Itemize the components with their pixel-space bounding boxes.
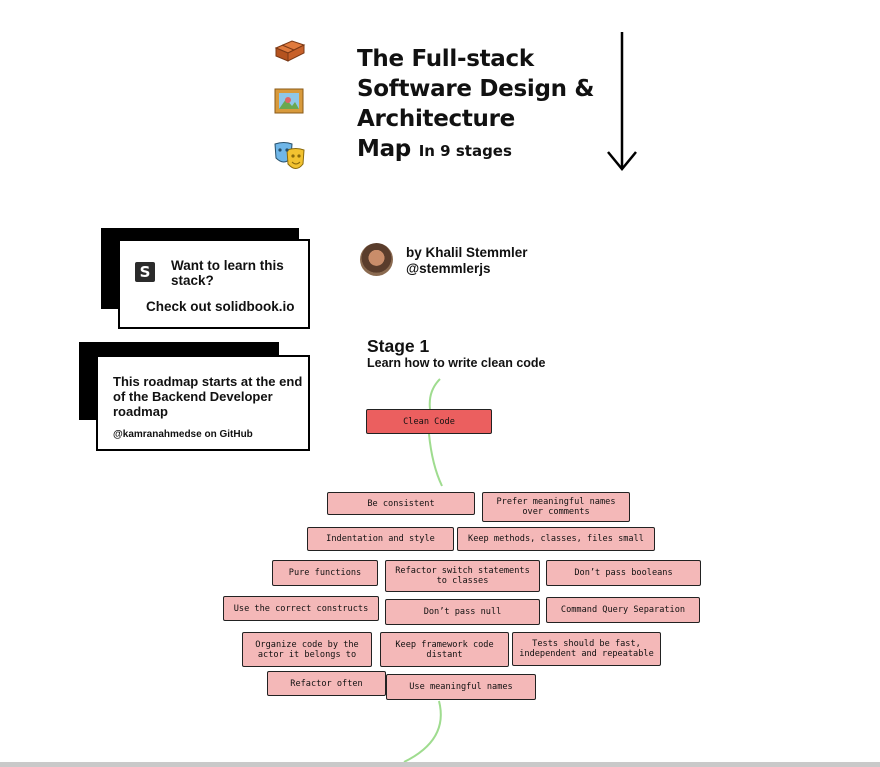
node-tests-fast[interactable]: Tests should be fast, independent and re…: [512, 632, 661, 666]
stage-subtitle: Learn how to write clean code: [367, 356, 546, 370]
stage-title: Stage 1: [367, 336, 430, 356]
horizontal-scrollbar[interactable]: [0, 762, 880, 767]
connector-line: [428, 378, 441, 410]
connector-line: [428, 433, 443, 487]
title-line: Architecture: [357, 106, 515, 132]
node-correct-constructs[interactable]: Use the correct constructs: [223, 596, 379, 621]
node-meaningful-names-over-comments[interactable]: Prefer meaningful names over comments: [482, 492, 630, 522]
title-line: Map: [357, 136, 411, 162]
page-title: The Full-stack Software Design & Archite…: [357, 44, 627, 166]
node-clean-code[interactable]: Clean Code: [366, 409, 492, 434]
node-use-meaningful-names[interactable]: Use meaningful names: [386, 674, 536, 700]
performing-arts-icon: [272, 140, 308, 170]
node-refactor-switch[interactable]: Refactor switch statements to classes: [385, 560, 540, 592]
title-line: Software Design &: [357, 76, 595, 102]
node-refactor-often[interactable]: Refactor often: [267, 671, 386, 696]
author-info: by Khalil Stemmler @stemmlerjs: [406, 245, 528, 277]
solidbook-promo-card[interactable]: S Want to learn this stack? Check out so…: [118, 239, 310, 329]
node-organize-by-actor[interactable]: Organize code by the actor it belongs to: [242, 632, 372, 667]
title-line: The Full-stack: [357, 46, 534, 72]
node-indentation-and-style[interactable]: Indentation and style: [307, 527, 454, 551]
node-dont-pass-null[interactable]: Don’t pass null: [385, 599, 540, 625]
node-dont-pass-booleans[interactable]: Don’t pass booleans: [546, 560, 701, 586]
title-subtitle: In 9 stages: [418, 142, 512, 160]
node-keep-small[interactable]: Keep methods, classes, files small: [457, 527, 655, 551]
roadmap-info-card[interactable]: This roadmap starts at the end of the Ba…: [96, 355, 310, 451]
avatar: [360, 243, 393, 276]
node-command-query-separation[interactable]: Command Query Separation: [546, 597, 700, 623]
connector-line: [403, 700, 442, 763]
node-framework-distant[interactable]: Keep framework code distant: [380, 632, 509, 667]
roadmap-author-handle[interactable]: @kamranahmedse on GitHub: [113, 429, 253, 440]
author-handle[interactable]: @stemmlerjs: [406, 261, 491, 276]
bricks-icon: [272, 36, 308, 66]
author-name: by Khalil Stemmler: [406, 245, 528, 260]
roadmap-info-text: This roadmap starts at the end of the Ba…: [113, 374, 303, 419]
node-pure-functions[interactable]: Pure functions: [272, 560, 378, 586]
promo-title: Want to learn this stack?: [171, 258, 284, 288]
framed-picture-icon: [272, 86, 308, 116]
solidbook-logo-icon: S: [135, 262, 155, 282]
node-be-consistent[interactable]: Be consistent: [327, 492, 475, 515]
promo-link[interactable]: Check out solidbook.io: [146, 299, 295, 314]
down-arrow-icon: [600, 32, 640, 179]
